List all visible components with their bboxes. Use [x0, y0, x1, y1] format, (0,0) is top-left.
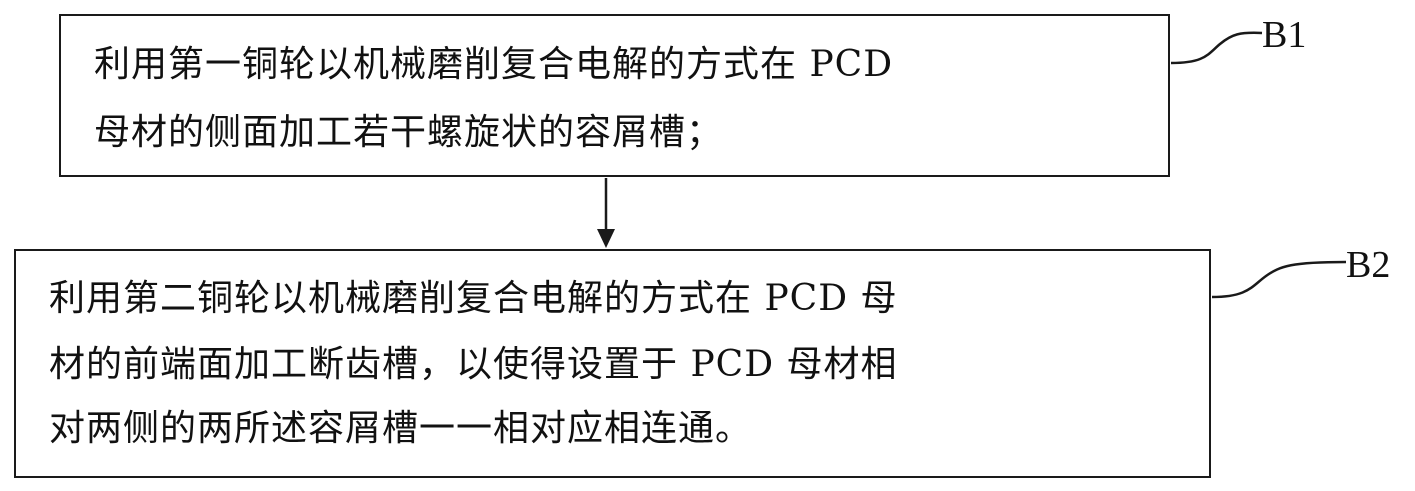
flow-arrow-head [597, 229, 615, 248]
step-label-b1: B1 [1262, 14, 1307, 56]
step-box-b1: 利用第一铜轮以机械磨削复合电解的方式在 PCD 母材的侧面加工若干螺旋状的容屑槽… [59, 14, 1170, 177]
step-b2-text-line: 利用第二铜轮以机械磨削复合电解的方式在 PCD 母 [49, 278, 898, 319]
step-b1-text-line: 利用第一铜轮以机械磨削复合电解的方式在 PCD [94, 44, 894, 85]
step-box-b2: 利用第二铜轮以机械磨削复合电解的方式在 PCD 母 材的前端面加工断齿槽，以使得… [14, 249, 1211, 478]
leader-line-b1 [1170, 31, 1263, 65]
step-b2-text-line: 对两侧的两所述容屑槽一一相对应相连通。 [49, 408, 753, 449]
step-b1-text-line: 母材的侧面加工若干螺旋状的容屑槽； [94, 112, 724, 153]
step-b2-text-line: 材的前端面加工断齿槽，以使得设置于 PCD 母材相 [49, 344, 898, 385]
step-label-b2: B2 [1346, 244, 1391, 286]
leader-line-b2 [1211, 260, 1347, 299]
